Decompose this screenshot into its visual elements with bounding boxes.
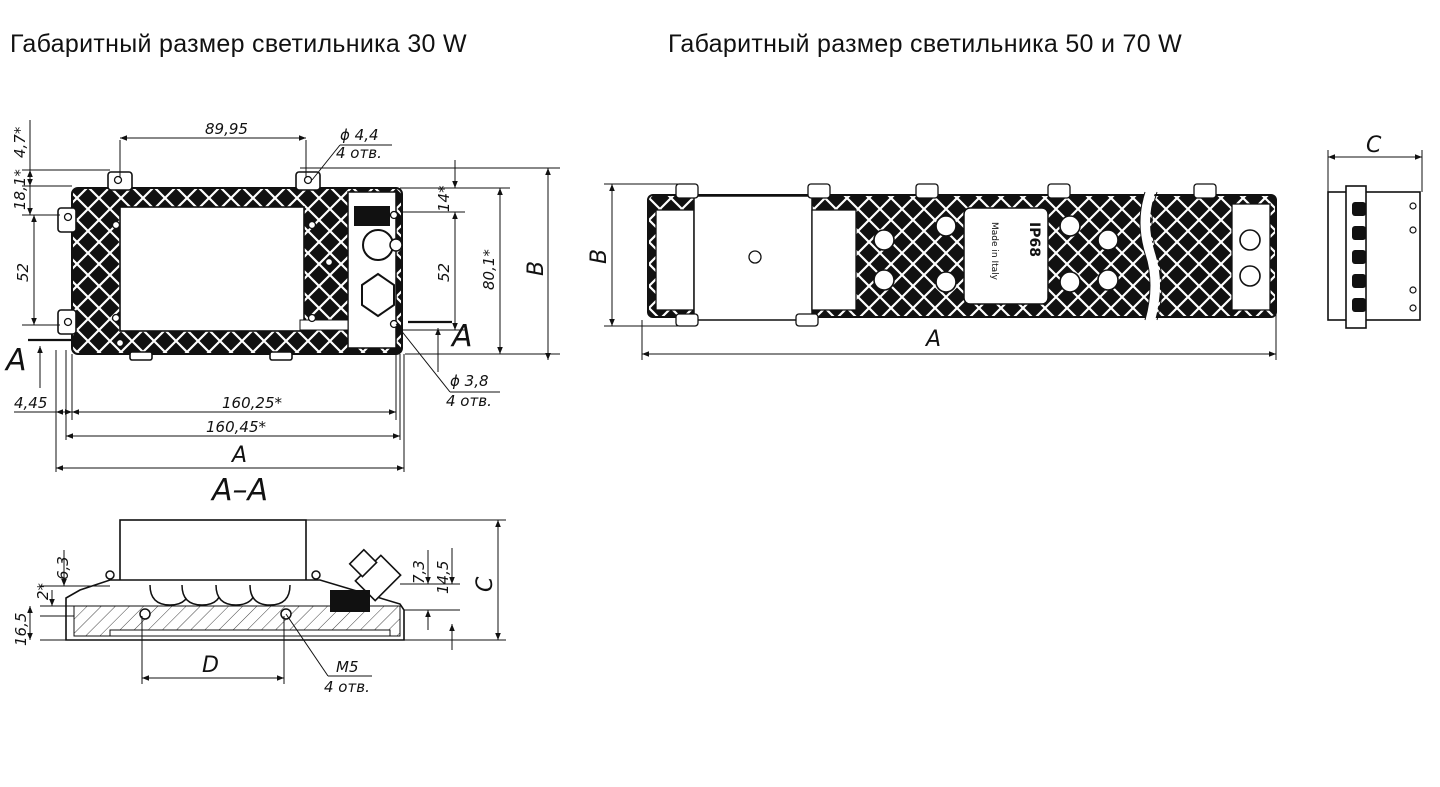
dim-18-1: 18,1* [11, 169, 29, 210]
dim-phi-4-4: ϕ 4,4 [340, 126, 379, 144]
title-30w: Габаритный размер светильника 30 W [10, 30, 467, 58]
dim-D: D [202, 653, 219, 678]
dim-4-45: 4,45 [14, 394, 47, 412]
dims-side-lines [1327, 150, 1423, 192]
dim-phi-3-8: ϕ 3,8 [450, 372, 489, 390]
dim-160-45: 160,45* [206, 418, 266, 436]
dim-89-95: 89,95 [205, 120, 248, 138]
section-view [65, 519, 405, 641]
dim-160-25: 160,25* [222, 394, 282, 412]
dim-B-right: B [587, 249, 612, 264]
dims-left-lines [14, 120, 560, 472]
dim-M5: M5 [336, 658, 359, 676]
section-mark-a-right: A [450, 319, 473, 354]
section-label-a-a: A–A [210, 473, 268, 508]
dim-6-3: 6,3 [54, 556, 72, 580]
dim-14-5: 14,5 [434, 561, 452, 594]
dims-right-lines [604, 183, 1277, 360]
dim-4-otv-c: 4 отв. [324, 678, 370, 696]
title-50-70w: Габаритный размер светильника 50 и 70 W [668, 30, 1183, 58]
label-made-in: Made in Italy [989, 222, 999, 281]
dim-80-1: 80,1* [480, 249, 498, 290]
side-view-right [1327, 185, 1421, 329]
top-view-30w [57, 171, 403, 361]
dim-14: 14* [435, 185, 453, 212]
dim-4-7: 4,7* [11, 126, 29, 158]
dim-16-5: 16,5 [12, 613, 30, 646]
section-mark-a-left: A [4, 343, 27, 378]
top-view-50-70w: IP68 Made in Italy [647, 183, 1277, 327]
dim-C-section: C [473, 576, 498, 592]
dim-7-3: 7,3 [410, 560, 428, 584]
dim-4-otv-a: 4 отв. [336, 144, 382, 162]
label-ip68: IP68 [1026, 222, 1042, 257]
dim-A-right: A [924, 327, 941, 352]
dim-4-otv-b: 4 отв. [446, 392, 492, 410]
dim-52-right: 52 [435, 263, 453, 282]
dim-C-side: C [1366, 133, 1382, 158]
dim-A-left: A [230, 443, 247, 468]
dim-2: 2* [34, 582, 52, 600]
dim-52-left: 52 [14, 263, 32, 282]
dim-B-left: B [524, 261, 549, 276]
dims-section-lines [27, 519, 506, 684]
